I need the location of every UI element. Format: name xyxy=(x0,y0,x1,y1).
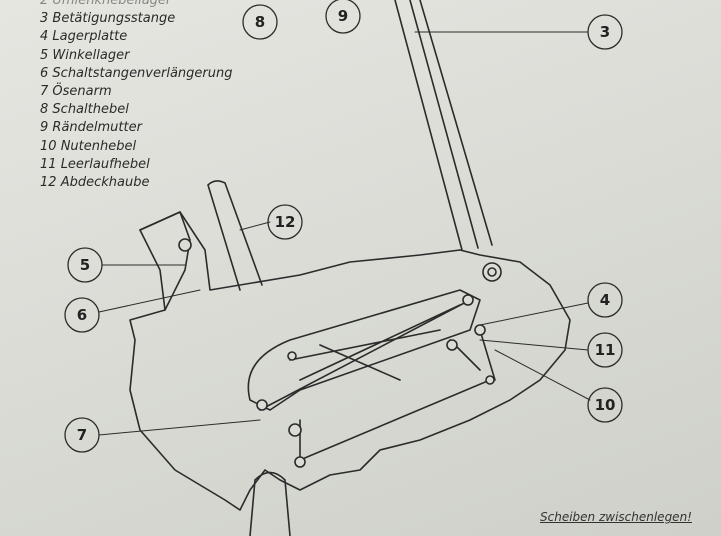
cover-rod xyxy=(207,180,263,291)
leader-lines xyxy=(98,31,591,436)
callout-9: 9 xyxy=(325,0,361,34)
legend-item: 3 Betätigungsstange xyxy=(40,11,176,27)
svg-text:7: 7 xyxy=(77,426,87,444)
plate-braces xyxy=(289,304,461,381)
svg-text:8: 8 xyxy=(255,13,265,31)
legend-item: 9 Rändelmutter xyxy=(40,120,142,136)
legend-item: 2 Umlenkhebellager xyxy=(40,0,172,8)
actuating-rod xyxy=(394,0,493,251)
svg-text:3: 3 xyxy=(600,23,610,41)
callout-10: 10 xyxy=(587,387,623,423)
pivot-points xyxy=(178,238,502,468)
parts-legend: 2 Umlenkhebellager 3 Betätigungsstange 4… xyxy=(40,0,232,192)
legend-item: 6 Schaltstangenverlängerung xyxy=(40,65,233,81)
svg-text:5: 5 xyxy=(80,256,90,274)
callout-11: 11 xyxy=(587,332,623,368)
legend-item: 11 Leerlaufhebel xyxy=(40,156,150,172)
svg-text:12: 12 xyxy=(275,213,296,231)
callout-12: 12 xyxy=(267,204,303,240)
housing-outline xyxy=(129,211,571,511)
legend-item: 7 Ösenarm xyxy=(40,84,112,100)
legend-item: 12 Abdeckhaube xyxy=(40,175,150,191)
linkage-rods xyxy=(259,299,496,466)
callout-4: 4 xyxy=(587,282,623,318)
callout-3: 3 xyxy=(587,14,623,50)
callout-5: 5 xyxy=(67,247,103,283)
legend-item: 10 Nutenhebel xyxy=(40,138,137,154)
bottom-shaft xyxy=(249,471,291,536)
callout-7: 7 xyxy=(64,417,100,453)
handwritten-note: Scheiben zwischenlegen! xyxy=(540,510,692,524)
legend-item: 5 Winkellager xyxy=(40,47,130,63)
left-block xyxy=(139,211,191,311)
legend-item: 4 Lagerplatte xyxy=(40,29,128,45)
svg-text:6: 6 xyxy=(77,306,87,324)
callout-8: 8 xyxy=(242,4,278,40)
mounting-plate xyxy=(247,289,481,411)
svg-text:11: 11 xyxy=(595,341,616,359)
callout-6: 6 xyxy=(64,297,100,333)
svg-text:4: 4 xyxy=(600,291,610,309)
svg-text:9: 9 xyxy=(338,7,348,25)
legend-item: 8 Schalthebel xyxy=(40,102,129,118)
svg-text:10: 10 xyxy=(595,396,616,414)
